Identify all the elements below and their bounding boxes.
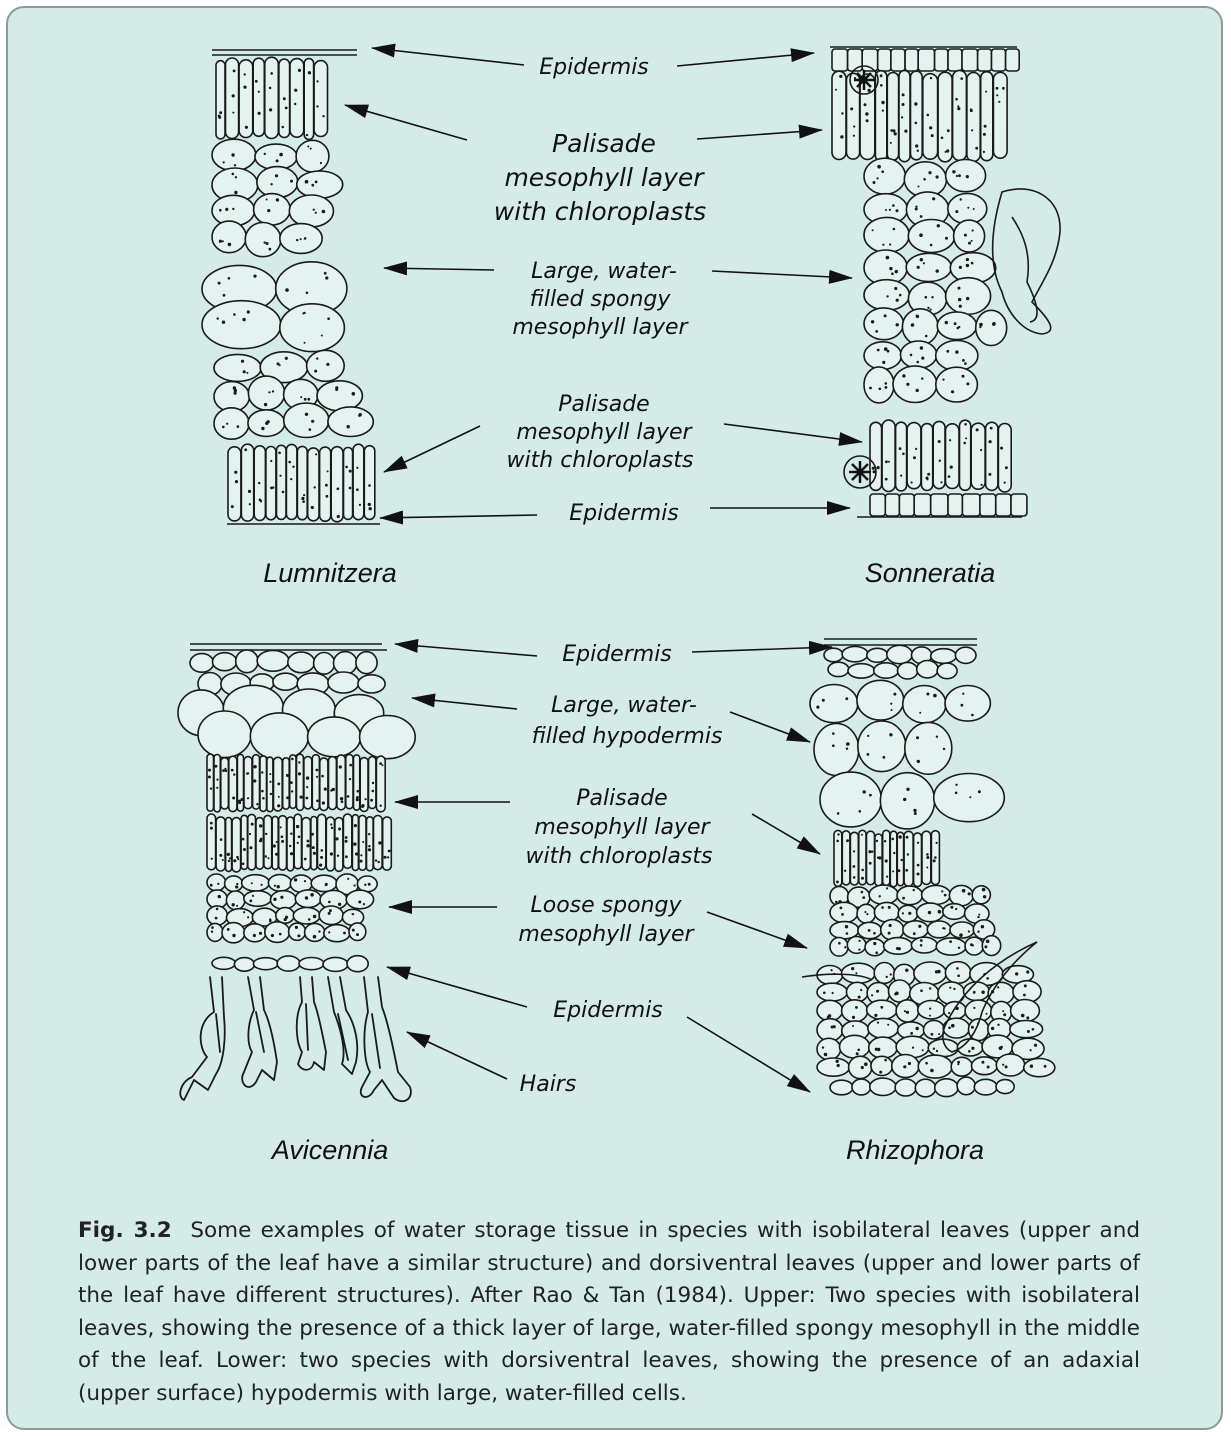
- label-spongy-line2: filled spongy: [530, 287, 672, 312]
- arrow-spongy-left: [384, 268, 494, 270]
- lumnitzera-section: [202, 50, 380, 524]
- label-hairs: Hairs: [520, 1072, 577, 1097]
- label-lower-palisade-line1: Palisade: [576, 786, 667, 811]
- avicennia-palisade: [207, 754, 391, 872]
- arrow-lower-epidermis-bottom-right: [687, 1017, 810, 1092]
- label-palisade-bottom-line3: with chloroplasts: [507, 448, 694, 473]
- sonneratia-spongy-mesophyll: [864, 158, 1007, 403]
- arrow-palisade-bottom-right: [724, 424, 862, 442]
- sonneratia-idioblast-inner: [1012, 217, 1037, 322]
- arrow-loose-spongy-right: [707, 912, 807, 948]
- sonneratia-lower-palisade: [870, 420, 1011, 492]
- arrow-palisade-top-left: [345, 105, 467, 140]
- label-lower-epidermis-bottom: Epidermis: [553, 998, 663, 1023]
- rhizophora-upper-epidermis: [824, 645, 976, 679]
- arrow-lower-palisade-right: [752, 814, 820, 854]
- label-lower-epidermis-top: Epidermis: [562, 642, 672, 667]
- leaf-cross-section-diagram: Epidermis Palisade mesophyll layer with …: [8, 8, 1223, 1208]
- lumnitzera-lower-palisade: [228, 444, 375, 522]
- species-rhizophora: Rhizophora: [846, 1135, 984, 1165]
- label-loose-spongy-line2: mesophyll layer: [518, 922, 695, 947]
- arrow-lower-epidermis-top-left: [395, 644, 537, 656]
- lower-annotations: Epidermis Large, water- filled hypodermi…: [387, 642, 832, 1097]
- arrow-epidermis-top-left: [372, 48, 524, 65]
- rhizophora-lower-epidermis: [830, 1077, 1014, 1097]
- arrow-hypodermis-left: [412, 698, 517, 709]
- arrow-spongy-right: [712, 271, 852, 278]
- species-avicennia: Avicennia: [270, 1135, 389, 1165]
- sonneratia-upper-epidermis: [832, 49, 1019, 71]
- label-spongy-line3: mesophyll layer: [512, 315, 689, 340]
- avicennia-lower-epidermis: [212, 956, 368, 972]
- label-lower-palisade-line3: with chloroplasts: [526, 844, 713, 869]
- arrow-lower-epidermis-top-right: [692, 647, 832, 652]
- sonneratia-lower-epidermis: [870, 494, 1027, 516]
- arrow-palisade-bottom-left: [384, 426, 480, 472]
- label-palisade-bottom-line2: mesophyll layer: [516, 420, 693, 445]
- label-palisade-top-line3: with chloroplasts: [494, 197, 706, 226]
- species-sonneratia: Sonneratia: [865, 558, 996, 588]
- figure-number: Fig. 3.2: [78, 1218, 172, 1243]
- arrow-hypodermis-right: [730, 712, 810, 742]
- label-palisade-top-line2: mesophyll layer: [504, 163, 705, 192]
- label-lower-palisade-line2: mesophyll layer: [534, 815, 711, 840]
- label-epidermis-bottom: Epidermis: [569, 501, 679, 526]
- arrow-lower-epidermis-bottom-left: [387, 967, 527, 1007]
- avicennia-section: [178, 644, 415, 1101]
- rhizophora-section: [802, 639, 1055, 1097]
- label-hypodermis-line1: Large, water-: [551, 693, 697, 718]
- avicennia-upper-epidermis: [190, 650, 385, 696]
- sonneratia-idioblast: [993, 189, 1061, 334]
- lumnitzera-upper-palisade: [216, 57, 328, 139]
- lumnitzera-spongy-mesophyll: [202, 139, 373, 439]
- rhizophora-spongy-mesophyll: [817, 885, 1055, 1079]
- sonneratia-druse-top: [850, 66, 878, 94]
- arrow-epidermis-bottom-left: [380, 515, 537, 518]
- figure-caption: Fig. 3.2 Some examples of water storage …: [78, 1215, 1140, 1410]
- arrow-epidermis-top-right: [677, 53, 814, 66]
- species-lumnitzera: Lumnitzera: [263, 558, 397, 588]
- label-hypodermis-line2: filled hypodermis: [532, 724, 723, 749]
- avicennia-hypodermis: [178, 685, 415, 759]
- label-palisade-bottom-line1: Palisade: [558, 392, 649, 417]
- rhizophora-hypodermis: [810, 680, 1004, 829]
- arrow-hairs: [407, 1032, 507, 1079]
- rhizophora-palisade: [834, 830, 939, 887]
- label-spongy-line1: Large, water-: [531, 259, 677, 284]
- avicennia-spongy-mesophyll: [207, 874, 377, 943]
- upper-annotations: Epidermis Palisade mesophyll layer with …: [345, 48, 862, 526]
- avicennia-hairs: [180, 977, 411, 1101]
- label-palisade-top-line1: Palisade: [552, 129, 656, 158]
- label-loose-spongy-line1: Loose spongy: [531, 893, 683, 918]
- sonneratia-section: [830, 47, 1060, 517]
- caption-text: Some examples of water storage tissue in…: [78, 1218, 1140, 1406]
- figure-panel: Epidermis Palisade mesophyll layer with …: [6, 6, 1223, 1430]
- arrow-palisade-top-right: [697, 130, 822, 139]
- label-epidermis-top: Epidermis: [539, 55, 649, 80]
